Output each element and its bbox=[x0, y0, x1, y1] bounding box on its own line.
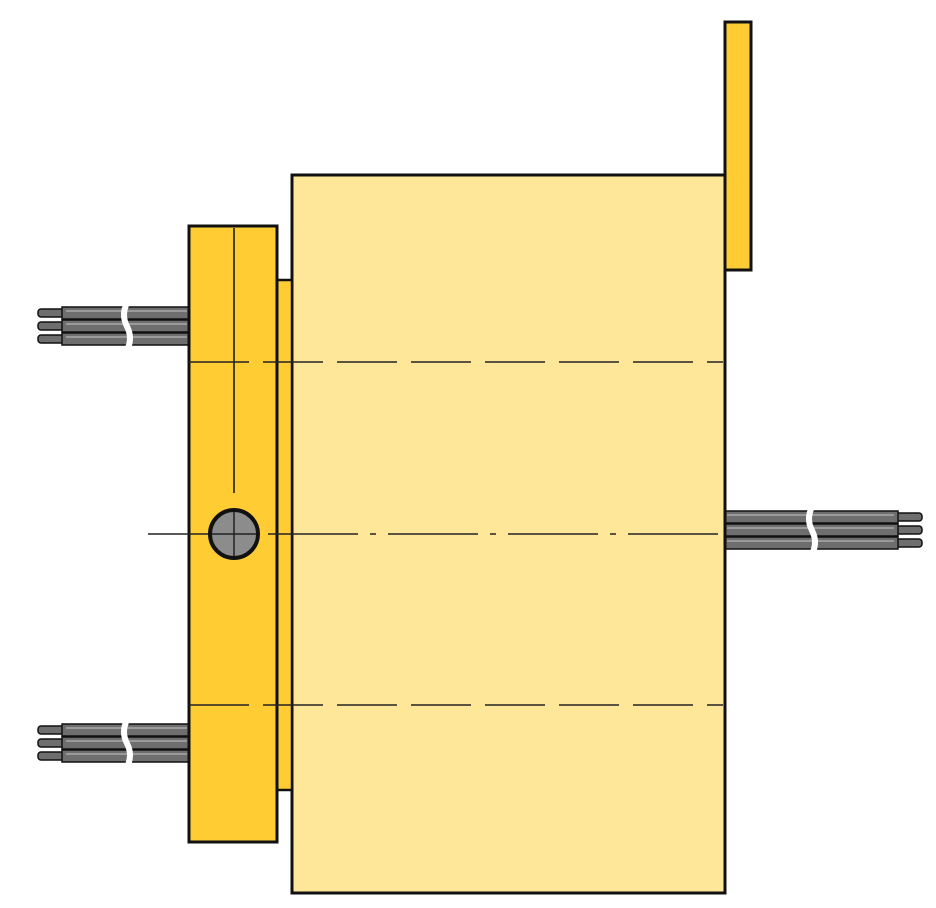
wire-bundle-left bbox=[37, 301, 192, 352]
mounting-tab bbox=[723, 20, 753, 272]
wire-bundle-right bbox=[722, 505, 923, 556]
wire-break-mark bbox=[121, 301, 133, 352]
wire-tip bbox=[37, 334, 65, 344]
screw bbox=[208, 508, 260, 560]
wire-tip bbox=[895, 538, 923, 548]
wire-break-mark bbox=[121, 718, 133, 769]
wire-tip bbox=[895, 512, 923, 522]
wire-tip bbox=[37, 308, 65, 318]
wire-tip bbox=[37, 738, 65, 748]
hidden-lines bbox=[148, 361, 723, 706]
wire-bundle-left bbox=[37, 718, 192, 769]
wire-tip bbox=[895, 525, 923, 535]
wire-break-mark bbox=[806, 505, 818, 556]
wire-strand bbox=[722, 536, 899, 550]
wire-tip bbox=[37, 725, 65, 735]
spacer-strip bbox=[275, 278, 294, 792]
wire-tip bbox=[37, 321, 65, 331]
wire-tip bbox=[37, 751, 65, 761]
